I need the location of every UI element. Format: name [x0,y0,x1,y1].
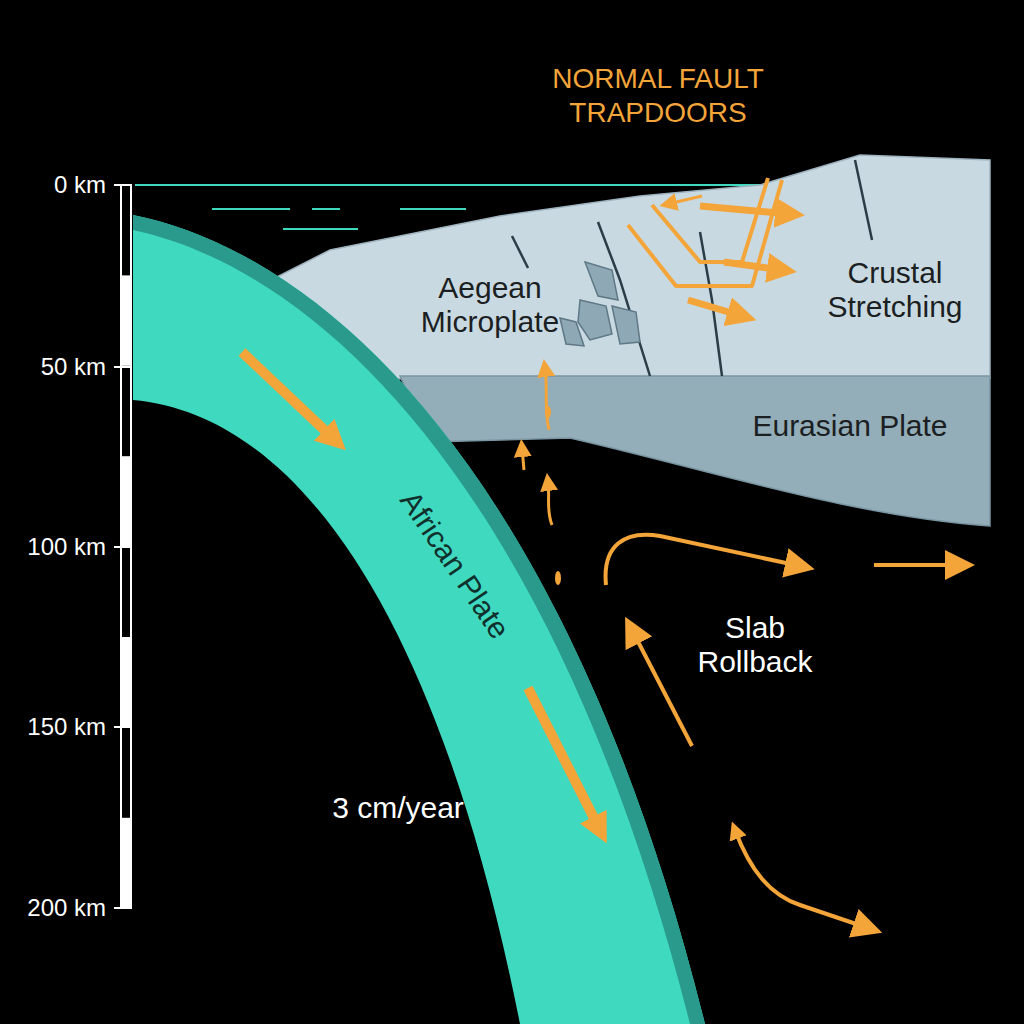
ruler-segment [122,275,130,365]
water-dashes [212,209,466,229]
illustration-path [512,236,528,268]
fault-lines [512,160,872,376]
subducting-slab: African Plate [330,440,590,700]
illustration-line [700,206,790,214]
illustration-path [585,262,618,300]
illustration-line [688,300,742,316]
region-label: Aegean Microplate [390,271,590,338]
microplate-region: Aegean Microplate Crustal Stretching [300,200,990,376]
trapdoor-arrow [668,196,702,204]
illustration-line [632,630,692,746]
region-label: Eurasian Plate [720,409,980,443]
illustration-g [114,185,131,908]
slab-motion-arrows [242,352,600,830]
illustration-path [652,178,768,262]
ruler-segments [122,275,130,908]
illustration-line [528,688,600,830]
slab-top-layer [133,215,705,1024]
region-label: African Plate [394,485,517,645]
diagram-title: NORMAL FAULT TRAPDOORS [528,62,788,129]
depth-ruler [114,185,131,908]
depth-label: 150 km [27,714,106,741]
illustration-path [578,300,612,340]
ruler-segment [122,637,130,727]
illustration-path [545,368,549,430]
illustration-line [312,208,340,210]
illustration-path [855,160,872,240]
illustration-line [874,563,960,567]
illustration-line [400,208,466,210]
illustration-path [548,482,552,525]
african-slab [133,215,705,1024]
illustration-line [242,352,335,440]
illustration-path [612,306,640,344]
illustration-line [114,184,131,186]
illustration-ellipse [555,571,561,585]
illustration-path [522,448,524,470]
depth-label: 100 km [27,534,106,561]
ruler-segment [122,456,130,546]
crust-fragments [560,262,640,346]
illustration-line [283,228,358,230]
mantle-flow-arrows [606,535,960,928]
illustration-line [724,262,782,270]
illustration-line [212,208,290,210]
region-label: Crustal Stretching [805,256,985,323]
depth-label: 50 km [41,354,106,381]
sea-level-line [135,184,760,186]
illustration-rect [121,185,131,908]
stretching-arrows [688,206,790,316]
illustration-path [735,830,868,928]
illustration-line [114,366,131,368]
fluid-arrows [522,368,552,525]
illustration-path [560,318,584,346]
annotation-label: 3 cm/year [313,791,483,825]
plate-band: Eurasian Plate [620,382,990,482]
ruler-segment [122,818,130,908]
fluid-drops [545,406,561,585]
annotation-label: Slab Rollback [670,611,840,678]
illustration-path [606,535,800,585]
trapdoor-faults [628,178,782,286]
illustration-ellipse [545,406,551,418]
depth-label: 0 km [54,172,106,199]
illustration-path [628,180,782,286]
depth-label: 200 km [27,895,106,922]
